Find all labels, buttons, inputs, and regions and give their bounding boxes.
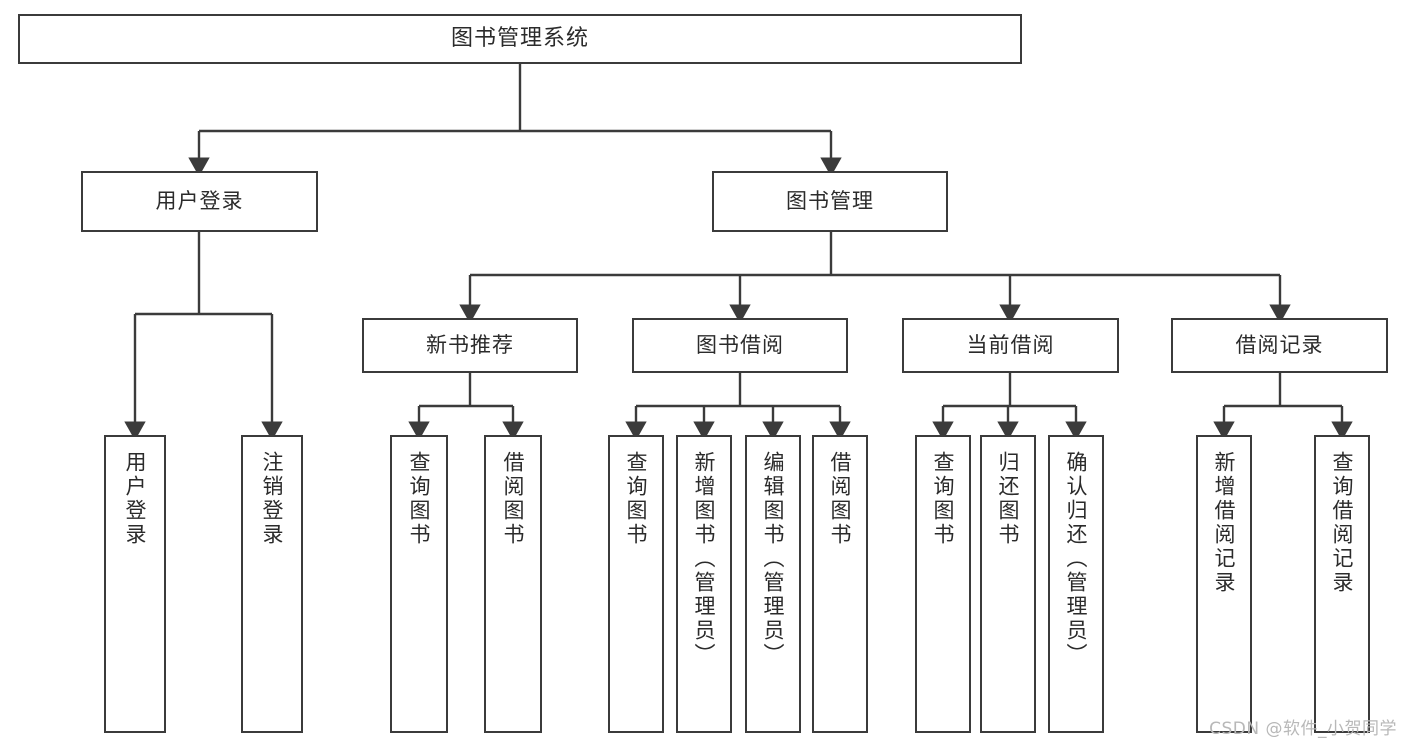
node-label: 用户登录 <box>155 189 244 214</box>
leaf-borrow-edit-book-admin[interactable]: 编辑图书（管理员） <box>745 435 801 733</box>
leaf-borrow-add-book-admin[interactable]: 新增图书（管理员） <box>676 435 732 733</box>
node-label: 查询借阅记录 <box>1330 451 1355 595</box>
leaf-record-query-borrow-record[interactable]: 查询借阅记录 <box>1314 435 1370 733</box>
node-label: 查询图书 <box>407 451 432 547</box>
node-label: 编辑图书（管理员） <box>761 451 786 667</box>
node-label: 借阅图书 <box>828 451 853 547</box>
node-borrow-record[interactable]: 借阅记录 <box>1171 318 1388 373</box>
node-label: 当前借阅 <box>966 333 1055 358</box>
node-label: 查询图书 <box>624 451 649 547</box>
node-root-system[interactable]: 图书管理系统 <box>18 14 1022 64</box>
node-label: 新增图书（管理员） <box>692 451 717 667</box>
node-label: 新书推荐 <box>426 333 514 358</box>
node-label: 确认归还（管理员） <box>1064 451 1089 667</box>
leaf-borrow-query-book[interactable]: 查询图书 <box>608 435 664 733</box>
leaf-user-logout[interactable]: 注销登录 <box>241 435 303 733</box>
node-label: 注销登录 <box>260 451 285 547</box>
leaf-current-return-book[interactable]: 归还图书 <box>980 435 1036 733</box>
leaf-borrow-borrow-book[interactable]: 借阅图书 <box>812 435 868 733</box>
node-label: 归还图书 <box>996 451 1021 547</box>
node-label: 借阅记录 <box>1235 333 1324 358</box>
csdn-watermark: CSDN @软件_小贺同学 <box>1209 719 1397 739</box>
node-user-login[interactable]: 用户登录 <box>81 171 318 232</box>
leaf-current-confirm-return-admin[interactable]: 确认归还（管理员） <box>1048 435 1104 733</box>
node-label: 用户登录 <box>123 451 148 547</box>
node-label: 图书借阅 <box>696 333 784 358</box>
leaf-record-add-borrow-record[interactable]: 新增借阅记录 <box>1196 435 1252 733</box>
leaf-user-login[interactable]: 用户登录 <box>104 435 166 733</box>
node-new-book-recommend[interactable]: 新书推荐 <box>362 318 578 373</box>
leaf-recommend-query-book[interactable]: 查询图书 <box>390 435 448 733</box>
node-label: 新增借阅记录 <box>1212 451 1237 595</box>
leaf-recommend-borrow-book[interactable]: 借阅图书 <box>484 435 542 733</box>
leaf-current-query-book[interactable]: 查询图书 <box>915 435 971 733</box>
node-label: 图书管理系统 <box>450 26 589 52</box>
node-book-borrow[interactable]: 图书借阅 <box>632 318 848 373</box>
node-current-borrow[interactable]: 当前借阅 <box>902 318 1119 373</box>
node-label: 查询图书 <box>931 451 956 547</box>
node-label: 图书管理 <box>786 189 874 214</box>
node-book-management[interactable]: 图书管理 <box>712 171 948 232</box>
node-label: 借阅图书 <box>501 451 526 547</box>
